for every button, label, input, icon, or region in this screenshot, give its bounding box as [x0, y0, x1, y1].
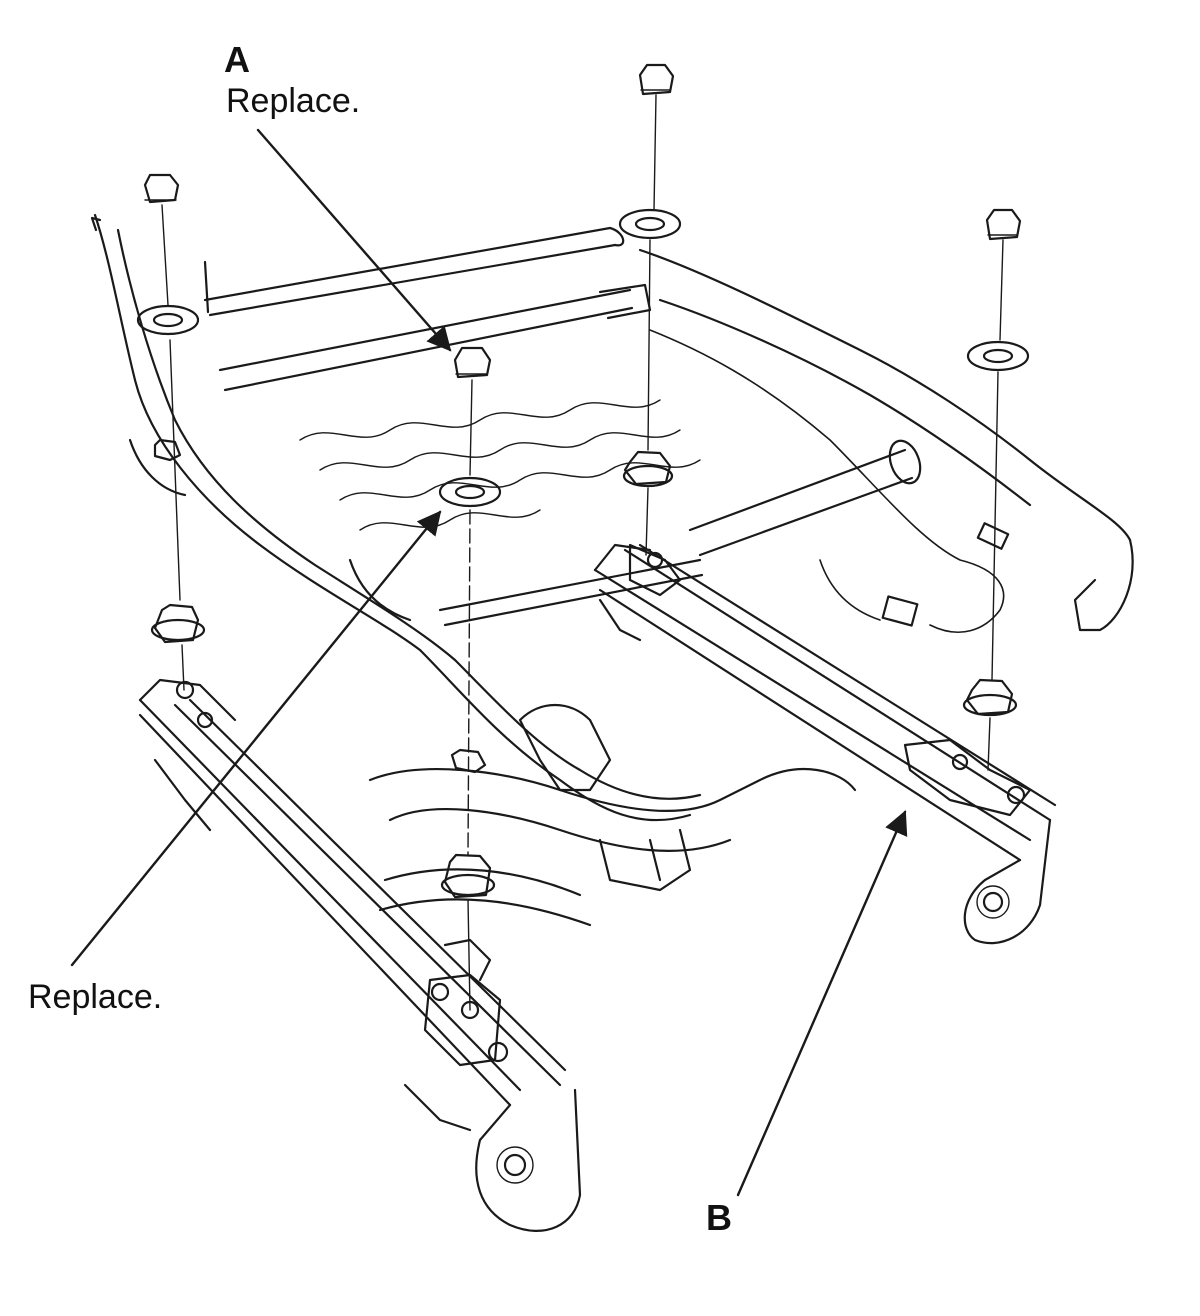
fastener-stack-left-rear	[136, 173, 206, 691]
callout-a-replace-note: Replace.	[226, 82, 361, 120]
leader-line-b	[736, 810, 908, 1197]
fastener-stack-center-right	[618, 63, 682, 556]
leader-line-washer	[70, 510, 442, 967]
left-seat-track	[138, 678, 582, 1232]
callout-a-letter: A	[224, 39, 250, 80]
seat-cushion-frame	[90, 213, 1134, 927]
callout-b-letter: B	[706, 1197, 732, 1238]
right-seat-track	[593, 543, 1057, 945]
callout-washer-replace-note: Replace.	[28, 978, 163, 1016]
leader-line-a	[256, 128, 452, 352]
fastener-stack-right	[962, 208, 1030, 771]
fastener-stack-center	[438, 346, 502, 1011]
